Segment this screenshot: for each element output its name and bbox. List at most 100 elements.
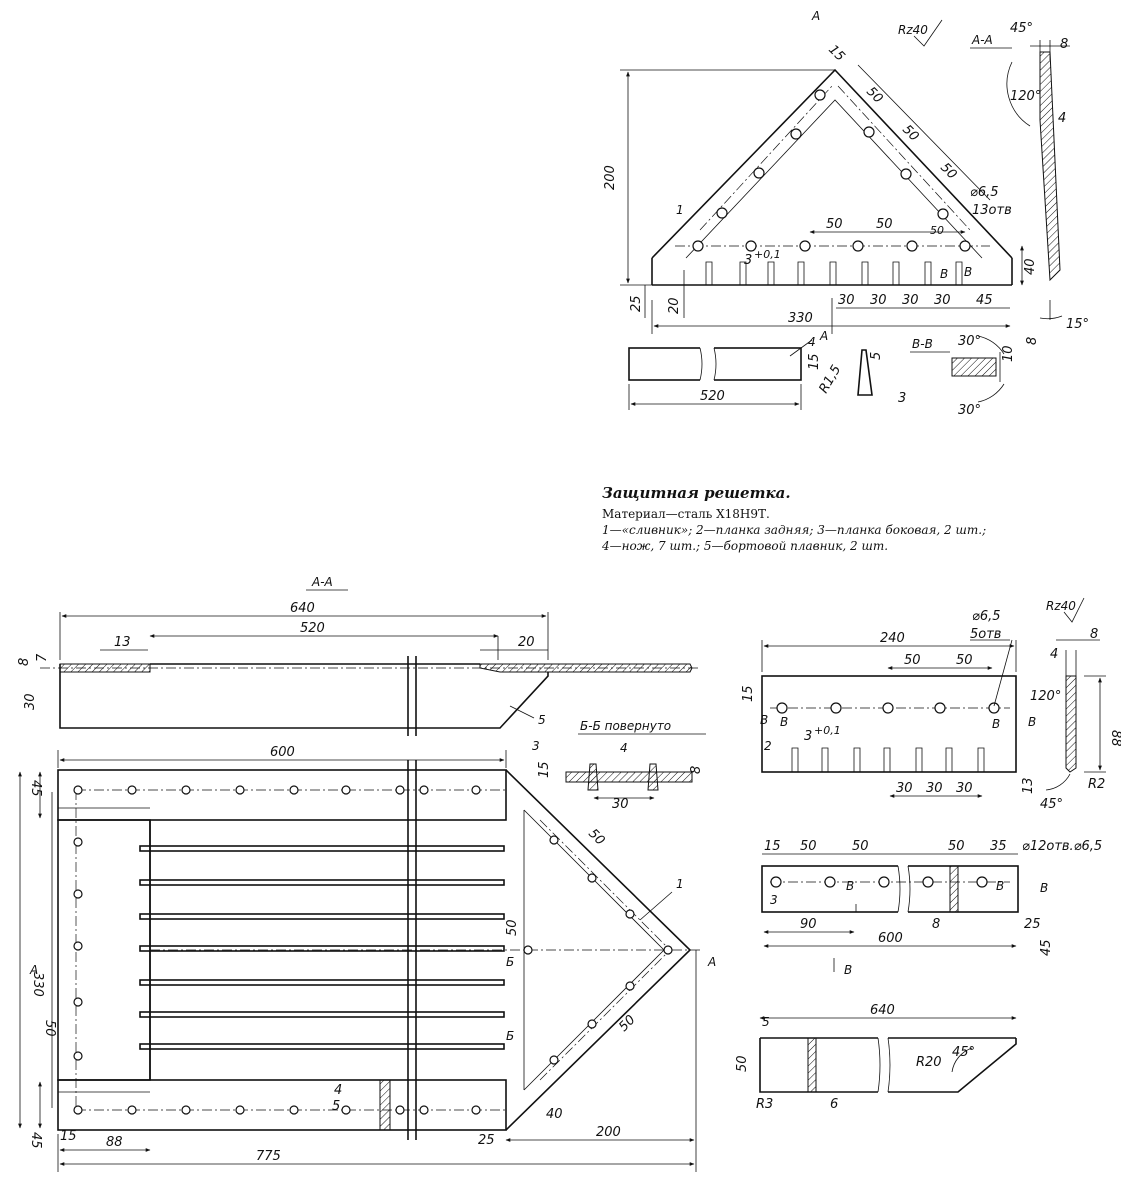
tolerance-plus: +0,1 [754,248,781,261]
dim-8: 8 [1060,37,1068,52]
dim-30: 30 [934,293,951,308]
dim-45: 45 [28,1132,43,1149]
dim-640: 640 [870,1003,895,1018]
dim-13: 13 [114,635,131,650]
angle-30: 30° [958,403,981,418]
tolerance-3: 3 [804,729,812,744]
dim-50: 50 [585,826,607,848]
dim-30: 30 [896,781,913,796]
dim-30: 30 [902,293,919,308]
angle-15: 15° [1066,317,1089,332]
part5-side-fin: 640 50 5 R3 6 R20 45° [735,1003,1017,1112]
dim-8: 8 [689,766,704,774]
caption-block: Защитная решетка. Материал—сталь Х18Н9Т.… [601,484,986,553]
section-bb-rotated: Б-Б повернуто 30 15 8 4 [537,719,706,812]
angle-120: 120° [1010,89,1041,104]
section-arrow-v: В [964,265,972,279]
hole [745,240,757,252]
part3-side-plate: 15 50 50 50 35 ⌀12отв.⌀6,5 90 600 8 25 4… [761,839,1102,977]
hole [959,240,971,252]
dim-640: 640 [290,601,315,616]
hole-diameter: ⌀6,5 [972,609,1001,624]
section-arrow-v: В [844,963,852,977]
hole [852,240,864,252]
hole [937,208,949,220]
section-arrow-b: Б [506,1029,514,1043]
dim-8: 8 [1090,627,1098,642]
part-number-4: 4 [620,741,628,755]
hole [900,168,912,180]
dim-25: 25 [629,295,644,312]
hole-count-13: 13отв [972,203,1012,218]
dim-50: 50 [930,224,944,237]
dim-13: 13 [1021,777,1036,794]
caption-title: Защитная решетка. [602,484,791,502]
part-number-1: 1 [676,203,684,217]
dim-240: 240 [880,631,905,646]
section-arrow-v: В [1028,715,1036,729]
dim-88: 88 [106,1135,123,1150]
hole-count-5: 5отв [970,627,1001,642]
part-number-2: 2 [764,739,772,753]
section-arrow-v: В [760,713,768,727]
dim-30: 30 [612,797,629,812]
section-vv: В-В 10 8 30° 30° [910,334,1040,418]
dim-40: 40 [1023,258,1038,275]
dim-5: 5 [869,352,884,360]
dim-25: 25 [1024,917,1041,932]
dim-15: 15 [60,1129,77,1144]
caption-parts-2: 4—нож, 7 шт.; 5—бортовой плавник, 2 шт. [601,539,888,553]
dim-90: 90 [800,917,817,932]
dim-520: 520 [300,621,325,636]
angle-30: 30° [958,334,981,349]
dim-4: 4 [334,1083,342,1098]
dim-50: 50 [800,839,817,854]
dim-50: 50 [616,1013,638,1035]
dim-15: 15 [825,42,847,64]
dim-88: 88 [1108,730,1121,747]
holes-diagonal [523,835,673,1065]
section-arrow-v: В [846,879,854,893]
section-label: В-В [912,337,933,351]
section-arrow-a: А [811,9,820,23]
section-label: А-А [971,33,993,47]
dim-4: 4 [1050,647,1058,662]
dim-6: 6 [830,1097,838,1112]
hole [753,167,765,179]
radius-2: R2 [1088,777,1105,792]
dim-50: 50 [904,653,921,668]
dim-8: 8 [1025,337,1040,345]
dim-20: 20 [667,297,682,314]
dim-30: 30 [870,293,887,308]
section-arrow-v: В [940,267,948,281]
dim-45: 45 [976,293,993,308]
hole [799,240,811,252]
part-number-1: 1 [676,877,684,891]
section-arrow-v: В [996,879,1004,893]
dim-50: 50 [42,1020,57,1037]
dim-200: 200 [603,165,618,190]
dim-20: 20 [518,635,535,650]
dim-50: 50 [735,1055,750,1072]
section-label: Б-Б повернуто [580,719,671,733]
roughness-rz40: Rz40 [898,23,928,37]
assembly-section-aa: А-А 640 520 13 20 8 7 30 5 [17,575,700,736]
holes-bottom-row [73,1105,481,1115]
dim-15: 15 [764,839,781,854]
hole-diameter-12: ⌀12отв.⌀6,5 [1022,839,1102,854]
knives [139,845,505,1050]
section-arrow-v: В [780,715,788,729]
part1-triangle-view [620,64,1024,334]
dim-4: 4 [1058,111,1066,126]
hole [790,128,802,140]
dim-30: 30 [956,781,973,796]
part-number-5: 5 [538,713,546,727]
dim-520: 520 [700,389,725,404]
dim-50: 50 [505,919,520,936]
dim-7: 7 [35,653,50,662]
tolerance-plus: +0,1 [814,724,841,737]
part-number-4: 4 [808,335,816,349]
dim-600: 600 [270,745,295,760]
dim-50: 50 [876,217,893,232]
